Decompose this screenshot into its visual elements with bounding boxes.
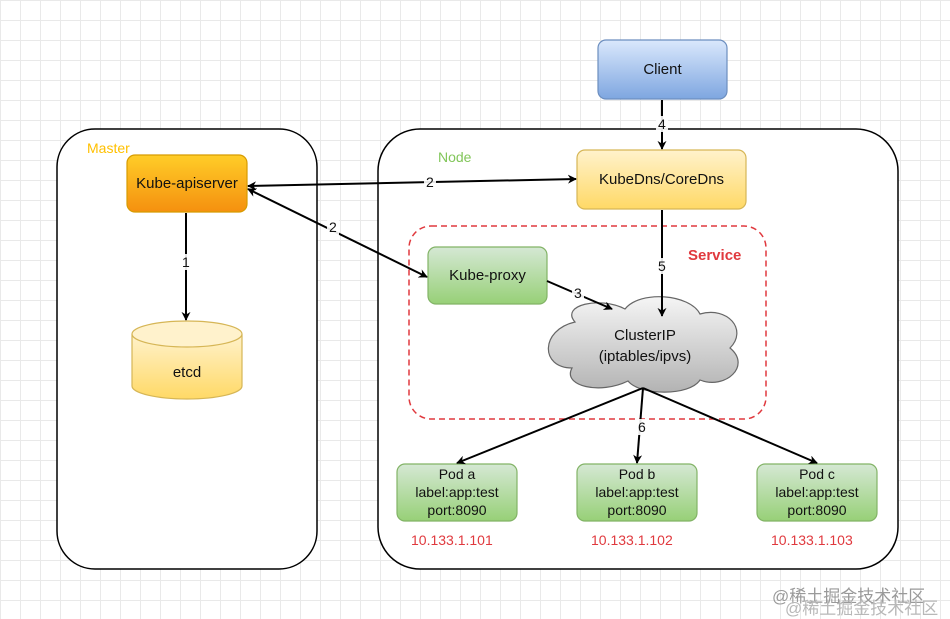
edge-clusterip-pod-a <box>456 387 644 465</box>
edge-label-2-dns: 2 <box>424 174 436 190</box>
edge-clusterip-pod-c <box>642 387 818 464</box>
pod-name: Pod a <box>438 466 476 482</box>
kube-apiserver-label: Kube-apiserver <box>136 175 238 192</box>
kubedns-label: KubeDns/CoreDns <box>598 171 725 188</box>
kube-apiserver-node <box>126 154 248 213</box>
etcd-cylinder <box>131 320 243 400</box>
pod-a-ip: 10.133.1.101 <box>411 532 493 548</box>
master-label: Master <box>87 140 130 156</box>
pod-selector-label: label:app:test <box>415 484 499 500</box>
kube-proxy-node <box>427 246 548 305</box>
edge-label-4: 4 <box>656 116 668 132</box>
pod-selector-label: label:app:test <box>775 484 859 500</box>
pod-selector-label: label:app:test <box>595 484 679 500</box>
pod-b: Pod b label:app:test port:8090 <box>577 463 697 521</box>
watermark: @稀土掘金技术社区 <box>772 587 926 606</box>
edge-label-3: 3 <box>572 285 584 301</box>
pod-b-ip: 10.133.1.102 <box>591 532 673 548</box>
watermark-shadow: @稀土掘金技术社区 <box>785 599 939 618</box>
clusterip-subtitle: (iptables/ipvs) <box>598 348 692 365</box>
etcd-label: etcd <box>172 363 202 381</box>
pod-port: port:8090 <box>427 502 487 518</box>
pod-b-node <box>576 463 698 522</box>
kubedns-node <box>576 149 747 210</box>
edge-label-2-proxy: 2 <box>327 219 339 235</box>
pod-c: Pod c label:app:test port:8090 <box>757 463 877 521</box>
pod-c-ip: 10.133.1.103 <box>771 532 853 548</box>
client-label: Client <box>643 61 682 78</box>
edge-label-6: 6 <box>636 419 648 435</box>
kube-proxy-label: Kube-proxy <box>449 267 526 284</box>
client-node <box>597 39 728 100</box>
pod-name: Pod c <box>799 466 835 482</box>
edge-label-1: 1 <box>180 254 192 270</box>
edge-label-5: 5 <box>656 258 668 274</box>
clusterip-cloud <box>547 296 739 393</box>
edge-apiserver-kubedns <box>247 174 577 191</box>
service-boundary <box>408 225 767 420</box>
service-label: Service <box>688 247 742 264</box>
node-label: Node <box>438 149 472 165</box>
clusterip-title: ClusterIP <box>614 327 676 344</box>
pod-c-node <box>756 463 878 522</box>
clusterip-label: ClusterIP (iptables/ipvs) <box>565 322 725 370</box>
pod-port: port:8090 <box>787 502 847 518</box>
pod-name: Pod b <box>618 466 656 482</box>
pod-port: port:8090 <box>607 502 667 518</box>
pod-a: Pod a label:app:test port:8090 <box>397 463 517 521</box>
